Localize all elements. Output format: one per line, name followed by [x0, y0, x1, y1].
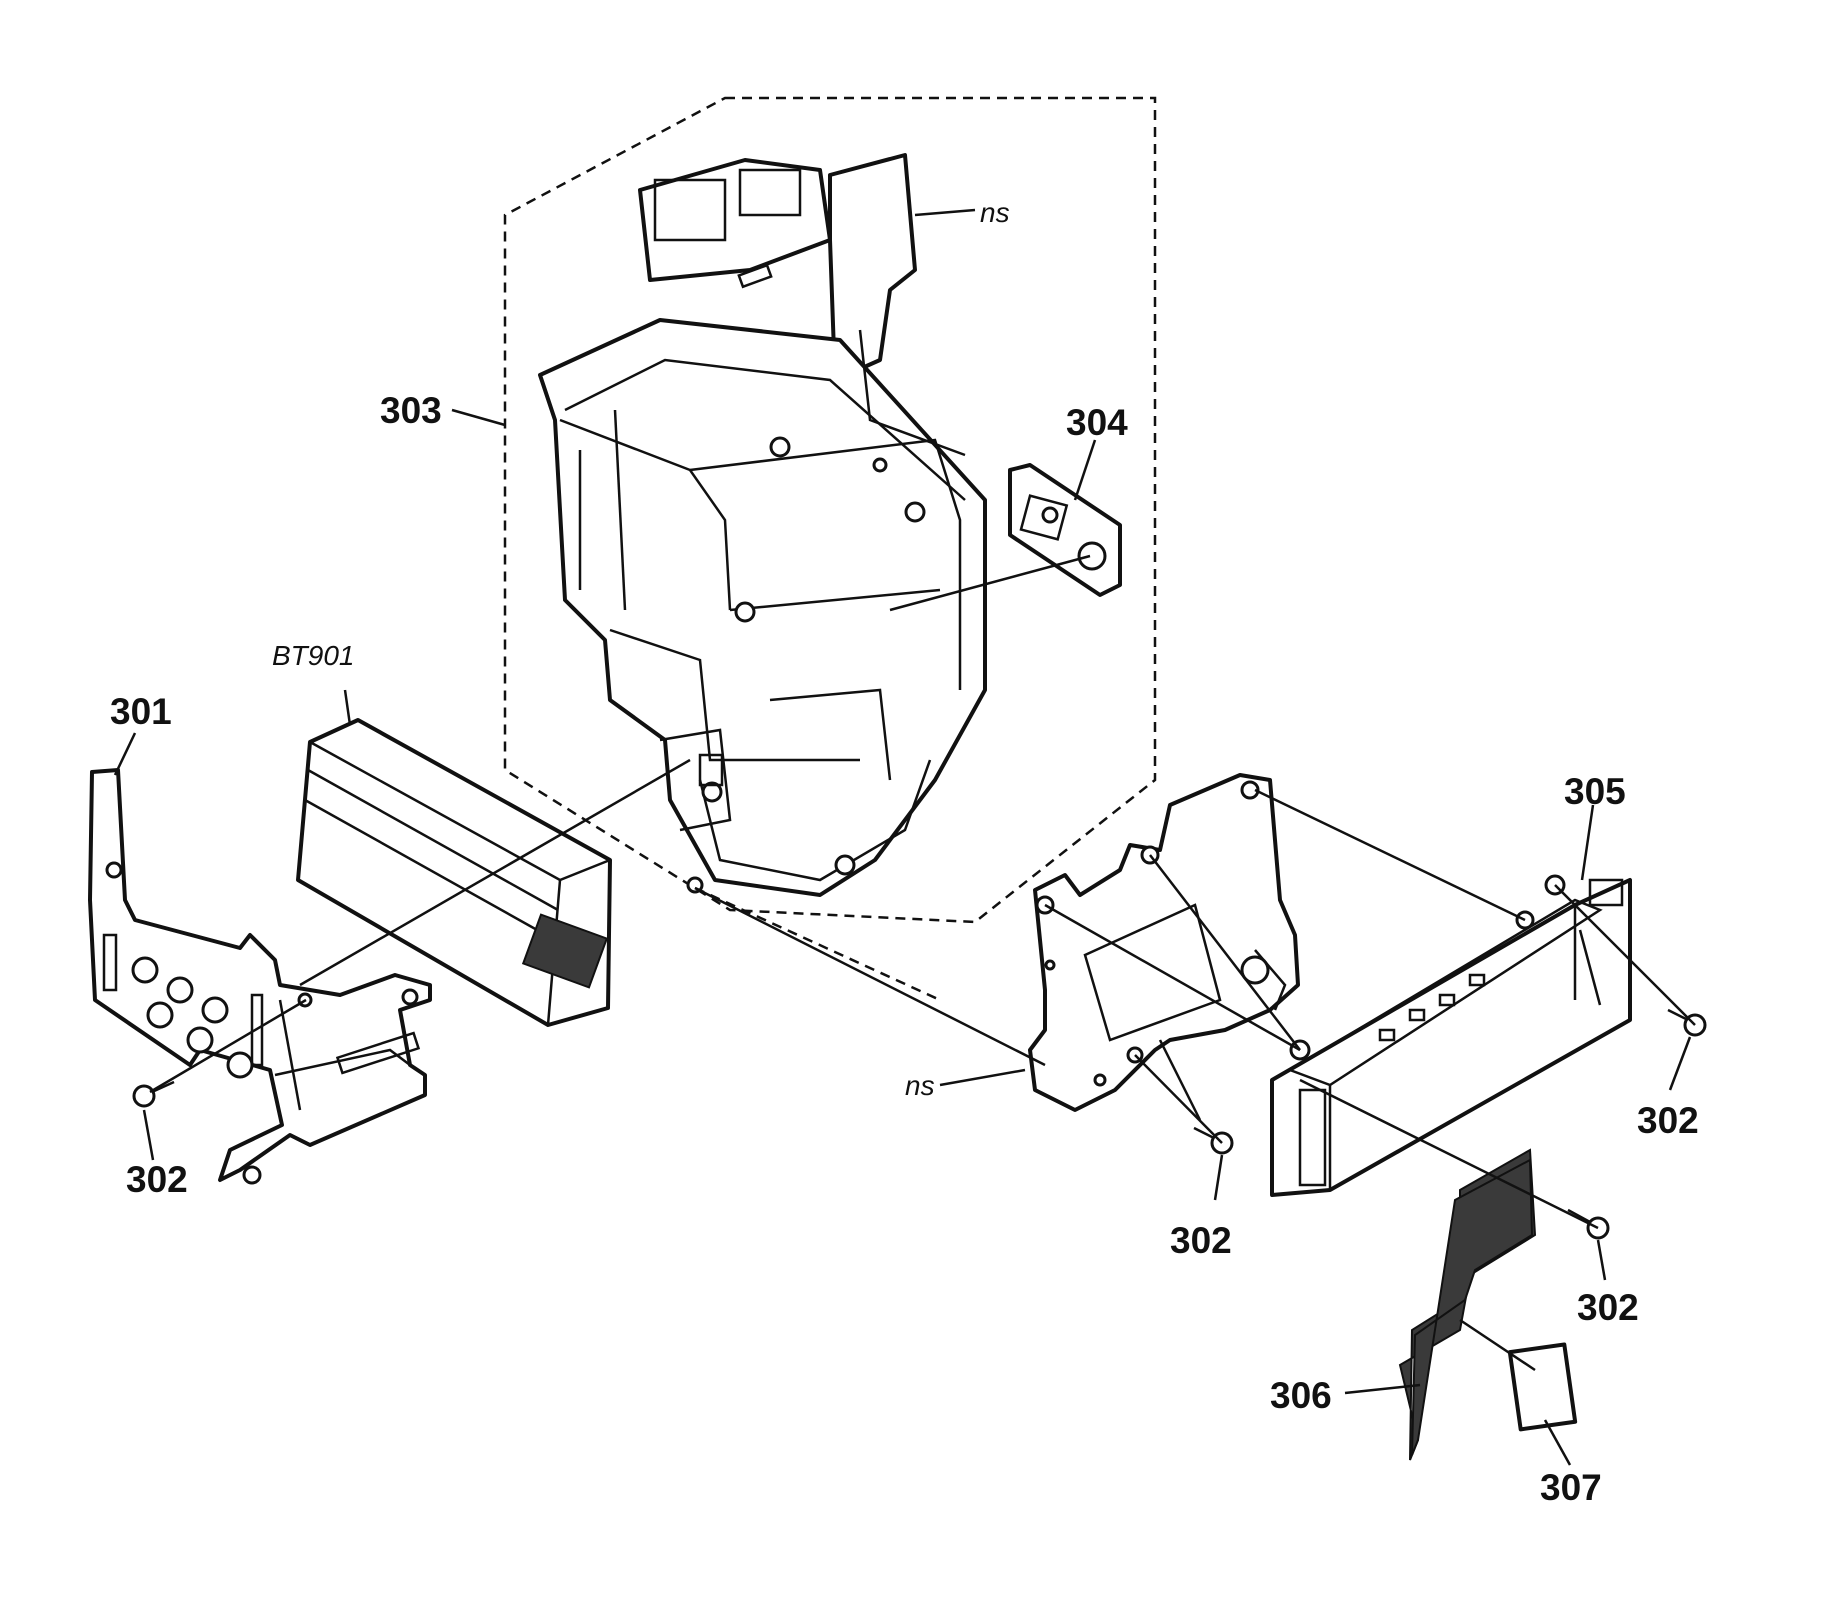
- leader-lines: [113, 208, 1692, 1466]
- assembly-303-boundary: [503, 96, 1157, 924]
- label-305: 305: [1564, 771, 1626, 812]
- screw-302-middle: [1193, 1126, 1234, 1155]
- part-middle-plate: [1028, 773, 1300, 1112]
- assembly-alignment-lines: [149, 554, 1696, 1372]
- label-302-right: 302: [1637, 1100, 1699, 1141]
- label-302-bottom-right: 302: [1577, 1287, 1639, 1328]
- part-305-board-housing: [1270, 874, 1632, 1197]
- part-bt901-battery: [296, 718, 612, 1027]
- label-ns-mid: ns: [905, 1070, 935, 1101]
- label-ns-top: ns: [980, 197, 1010, 228]
- part-306-sheet: [1398, 1148, 1537, 1461]
- part-303-chassis-frame: [538, 153, 987, 897]
- part-301-bracket: [88, 768, 432, 1185]
- screw-302-right: [1667, 1008, 1707, 1037]
- label-304: 304: [1066, 402, 1128, 443]
- label-306: 306: [1270, 1375, 1332, 1416]
- screw-302-left: [132, 1080, 175, 1108]
- label-302-left: 302: [126, 1159, 188, 1200]
- part-307-label: [1507, 1342, 1578, 1432]
- label-307: 307: [1540, 1467, 1602, 1508]
- label-303: 303: [380, 390, 442, 431]
- part-304-bracket: [1008, 463, 1122, 597]
- label-302-middle: 302: [1170, 1220, 1232, 1261]
- label-bt901: BT901: [272, 640, 355, 671]
- label-301: 301: [110, 691, 172, 732]
